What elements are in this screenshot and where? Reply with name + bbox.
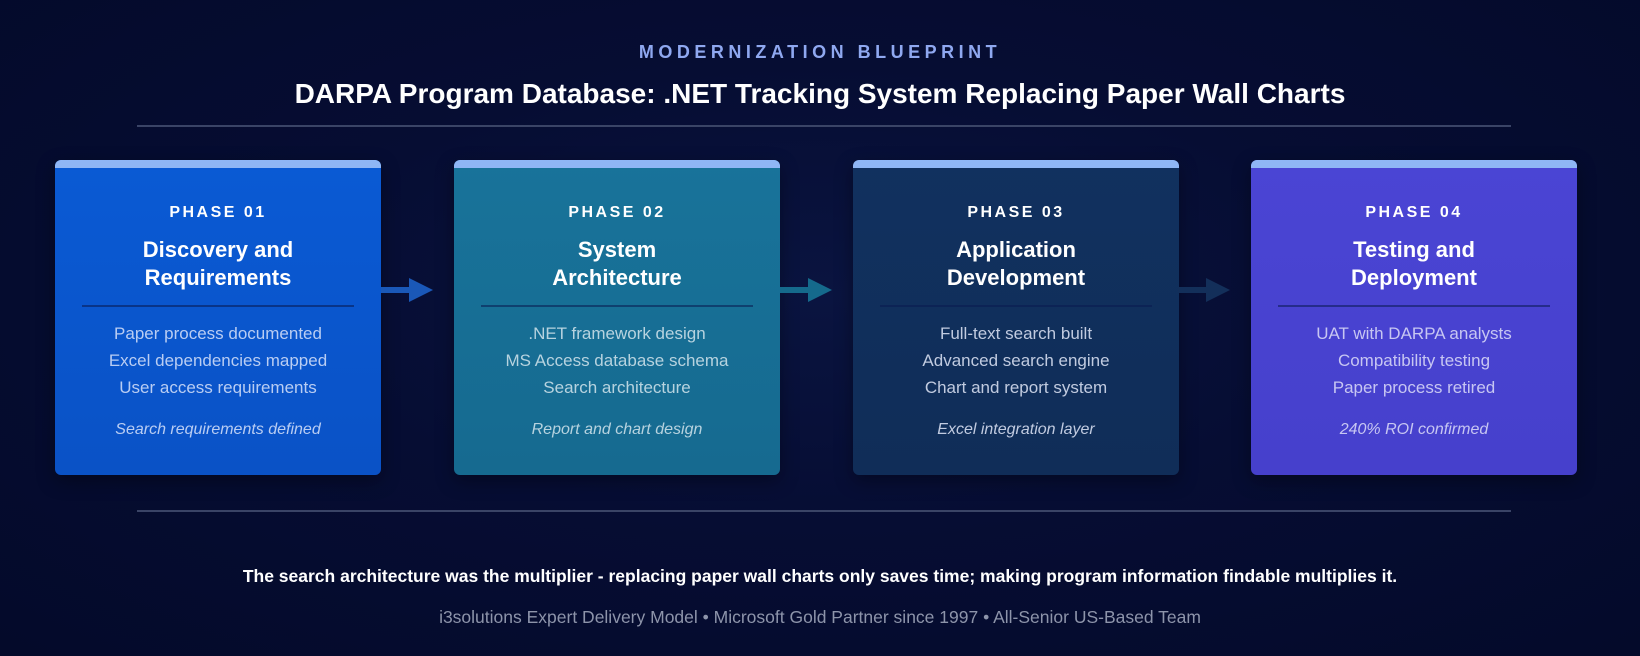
phase-card-03: PHASE 03 Application Development Full-te… [853,160,1179,475]
phase-card-04: PHASE 04 Testing and Deployment UAT with… [1251,160,1577,475]
phase-accent-bar [853,160,1179,168]
conclusion-text: The search architecture was the multipli… [242,566,1398,586]
bottom-divider [137,510,1511,512]
top-divider [137,125,1511,127]
phase-item: Paper process documented [114,324,322,343]
phase-item: Advanced search engine [922,351,1110,370]
phase-item: Compatibility testing [1337,351,1491,370]
phase-divider [880,305,1152,307]
phase-title: Testing and Deployment [1251,236,1577,292]
phase-item: Excel dependencies mapped [108,351,328,370]
phase-title: Application Development [853,236,1179,292]
phase-items: Paper process documented Excel dependenc… [55,320,381,401]
phase-item: User access requirements [119,378,317,397]
phase-title-line: Development [946,265,1086,290]
phase-number: PHASE 01 [169,204,267,221]
phase-title-line: Architecture [552,265,682,290]
phase-accent-bar [55,160,381,168]
phase-note: Report and chart design [531,421,703,438]
phase-title: System Architecture [454,236,780,292]
phase-title-line: Application [956,237,1076,262]
phase-number: PHASE 03 [967,204,1065,221]
phase-item: MS Access database schema [505,351,729,370]
phase-card-02: PHASE 02 System Architecture .NET framew… [454,160,780,475]
phase-items: .NET framework design MS Access database… [454,320,780,401]
phase-accent-bar [454,160,780,168]
phase-items: UAT with DARPA analysts Compatibility te… [1251,320,1577,401]
page-title: DARPA Program Database: .NET Tracking Sy… [294,78,1346,109]
phase-divider [1278,305,1550,307]
phase-item: Paper process retired [1332,378,1496,397]
phase-number: PHASE 02 [568,204,666,221]
phase-note: Search requirements defined [115,421,321,438]
eyebrow-label: MODERNIZATION BLUEPRINT [638,42,1002,62]
phase-title-line: Testing and [1353,237,1475,262]
phase-title-line: Deployment [1351,265,1477,290]
phase-title-line: Requirements [144,265,292,290]
arrow-right-icon [1178,278,1230,302]
phase-accent-bar [1251,160,1577,168]
phase-note: Excel integration layer [937,421,1095,438]
phase-item: Full-text search built [939,324,1093,343]
footer-text: i3solutions Expert Delivery Model • Micr… [439,607,1201,627]
arrow-right-icon [780,278,832,302]
phase-item: UAT with DARPA analysts [1316,324,1512,343]
phase-title-line: Discovery and [142,237,294,262]
phase-number: PHASE 04 [1365,204,1463,221]
phase-card-01: PHASE 01 Discovery and Requirements Pape… [55,160,381,475]
phase-items: Full-text search built Advanced search e… [853,320,1179,401]
phase-item: .NET framework design [528,324,706,343]
phase-item: Search architecture [543,378,691,397]
phase-title: Discovery and Requirements [55,236,381,292]
phase-note: 240% ROI confirmed [1339,421,1489,438]
phase-title-line: System [577,237,657,262]
phase-item: Chart and report system [924,378,1108,397]
arrow-right-icon [381,278,433,302]
phase-divider [481,305,753,307]
phase-divider [82,305,354,307]
